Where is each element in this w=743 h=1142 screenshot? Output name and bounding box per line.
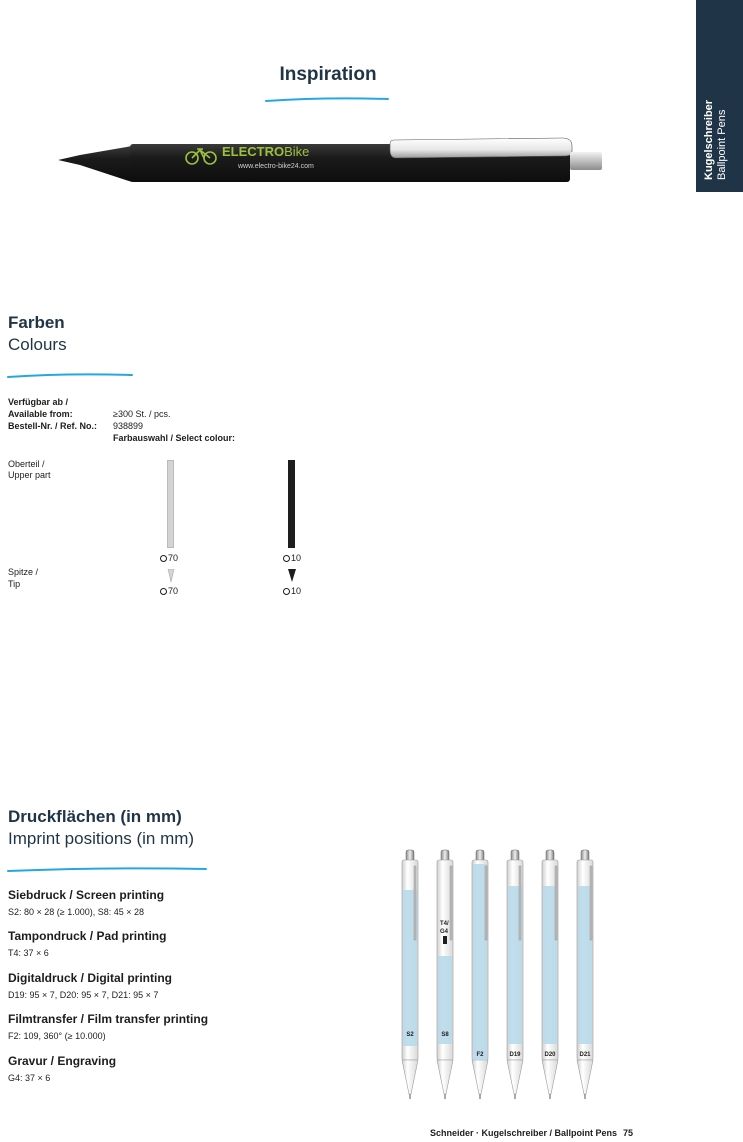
colours-underline-swoosh	[7, 373, 133, 378]
method-film-transfer-value: F2: 109, 360° (≥ 10.000)	[8, 1031, 106, 1041]
tip-label-en: Tip	[8, 579, 21, 589]
title-underline-swoosh	[265, 97, 389, 102]
imprint-pen-d21: D21	[576, 849, 594, 1099]
logo-text: ELECTROBike	[222, 144, 309, 159]
imprint-title-de: Druckflächen (in mm)	[8, 807, 182, 826]
method-engraving-value: G4: 37 × 6	[8, 1073, 51, 1083]
ref-label: Bestell-Nr. / Ref. No.:	[8, 421, 98, 431]
imprint-pen-s2: S2	[401, 849, 419, 1099]
method-screen-printing-value: S2: 80 × 28 (≥ 1.000), S8: 45 × 28	[8, 907, 145, 917]
logo-url: www.electro-bike24.com	[237, 163, 314, 170]
imprint-pen-d20: D20	[541, 849, 559, 1099]
imprint-underline-swoosh	[7, 867, 207, 872]
available-value: ≥300 St. / pcs.	[113, 409, 171, 419]
method-digital-printing-value: D19: 95 × 7, D20: 95 × 7, D21: 95 × 7	[8, 990, 159, 1000]
imprint-pen-label-f2: F2	[476, 1052, 484, 1058]
tip-swatch-10[interactable]	[288, 569, 296, 583]
imprint-pen-label-s8: S8	[441, 1032, 449, 1038]
available-label-en: Available from:	[8, 409, 73, 419]
available-label: Verfügbar ab /	[8, 397, 69, 407]
inspiration-title: Inspiration	[279, 64, 377, 85]
imprint-pen-g4-label: G4	[440, 929, 449, 935]
imprint-pen-t4-label: T4/	[440, 921, 449, 927]
tip-swatch-70[interactable]	[167, 569, 175, 583]
section-tab-subtitle: Ballpoint Pens	[716, 109, 728, 180]
footer-text: Schneider · Kugelschreiber / Ballpoint P…	[430, 1128, 618, 1138]
page-number: 75	[623, 1128, 634, 1138]
tip-code-70: 70	[160, 586, 178, 596]
colours-title-de: Farben	[8, 313, 65, 332]
bicycle-logo-icon	[185, 148, 217, 165]
imprint-pen-d19: D19	[506, 849, 524, 1099]
tip-label-de: Spitze /	[8, 567, 39, 577]
upper-part-label-en: Upper part	[8, 470, 51, 480]
section-tab: Kugelschreiber Ballpoint Pens	[696, 0, 743, 192]
method-screen-printing: Siebdruck / Screen printing	[8, 888, 165, 902]
colours-title-en: Colours	[8, 335, 67, 354]
section-tab-title: Kugelschreiber	[703, 99, 715, 180]
method-engraving: Gravur / Engraving	[8, 1054, 117, 1068]
imprint-pen-label-d19: D19	[509, 1052, 521, 1058]
method-pad-printing: Tampondruck / Pad printing	[8, 929, 167, 943]
upper-swatch-10[interactable]	[288, 460, 295, 548]
imprint-pen-f2: F2	[471, 849, 489, 1099]
ref-value: 938899	[113, 421, 144, 431]
tip-code-10: 10	[283, 586, 301, 596]
inspiration-pen-image: ELECTROBike www.electro-bike24.com	[58, 137, 602, 182]
imprint-title-en: Imprint positions (in mm)	[8, 829, 195, 848]
upper-part-label-de: Oberteil /	[8, 459, 45, 469]
imprint-pen-label-s2: S2	[406, 1032, 414, 1038]
page-footer: Schneider · Kugelschreiber / Ballpoint P…	[430, 1128, 633, 1138]
upper-code-10: 10	[283, 553, 301, 563]
imprint-pen-label-d21: D21	[579, 1052, 591, 1058]
upper-swatch-70[interactable]	[167, 460, 174, 548]
imprint-pen-label-d20: D20	[544, 1052, 556, 1058]
method-film-transfer: Filmtransfer / Film transfer printing	[8, 1012, 209, 1026]
upper-code-70: 70	[160, 553, 178, 563]
method-digital-printing: Digitaldruck / Digital printing	[8, 971, 173, 985]
select-colour-label: Farbauswahl / Select colour:	[113, 433, 236, 443]
method-pad-printing-value: T4: 37 × 6	[8, 948, 49, 958]
